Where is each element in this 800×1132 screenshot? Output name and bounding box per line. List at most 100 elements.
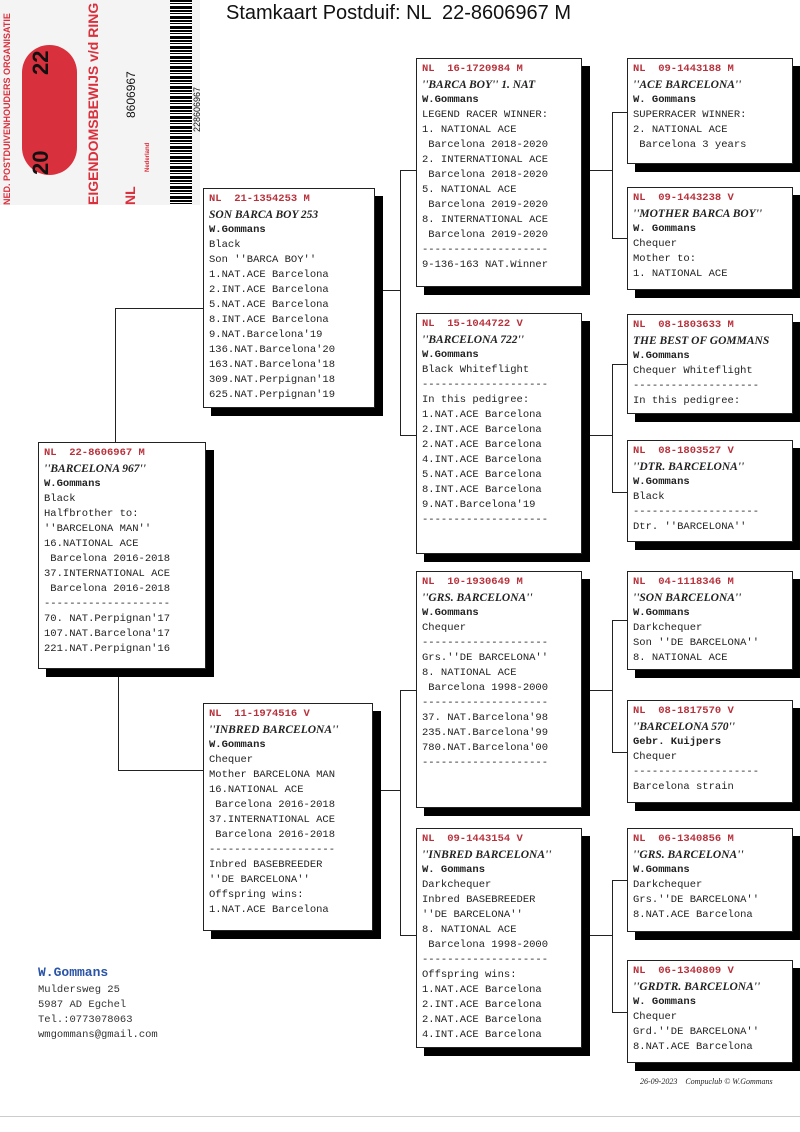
info-line: --------------------	[422, 514, 549, 526]
info-line: Grs.''DE BARCELONA''	[633, 894, 760, 906]
info-line: 8.INT.ACE Barcelona	[209, 314, 329, 326]
info-line: In this pedigree:	[633, 395, 741, 407]
breeder-line: W.Gommans	[209, 739, 266, 751]
breeder-line: W. Gommans	[633, 996, 697, 1008]
info-line: --------------------	[422, 637, 549, 649]
info-line: Inbred BASEBREEDER	[422, 894, 536, 906]
connector-line	[612, 364, 627, 365]
info-line: Barcelona 2019-2020	[422, 229, 549, 241]
info-line: Barcelona 2018-2020	[422, 139, 549, 151]
info-line: 2. NATIONAL ACE	[633, 124, 728, 136]
info-line: --------------------	[422, 757, 549, 769]
pigeon-name: ''GRS. BARCELONA''	[422, 592, 533, 604]
connector-line	[612, 238, 627, 239]
info-line: Barcelona 1998-2000	[422, 682, 549, 694]
breeder-line: W. Gommans	[633, 94, 697, 106]
breeder-line: W.Gommans	[44, 478, 101, 490]
info-line: 5. NATIONAL ACE	[422, 184, 517, 196]
info-line: Chequer	[633, 238, 678, 250]
info-line: 37. NAT.Barcelona'98	[422, 712, 549, 724]
pedigree-card-dds[interactable]: NL 06-1340856 M''GRS. BARCELONA''W.Gomma…	[627, 828, 793, 932]
info-line: 2.NAT.ACE Barcelona	[422, 1014, 542, 1026]
info-line: Grd.''DE BARCELONA''	[633, 1026, 760, 1038]
pedigree-card-ddd[interactable]: NL 06-1340809 V''GRDTR. BARCELONA''W. Go…	[627, 960, 793, 1063]
info-line: 221.NAT.Perpignan'16	[44, 643, 171, 655]
info-line: 1. NATIONAL ACE	[422, 124, 517, 136]
ring-card-year-right: 22	[28, 50, 53, 75]
pigeon-name: ''INBRED BARCELONA''	[422, 849, 552, 861]
info-line: 1. NATIONAL ACE	[633, 268, 728, 280]
info-line: ''BARCELONA MAN''	[44, 523, 152, 535]
ring-number: NL 22-8606967 M	[44, 447, 145, 459]
pedigree-card-subject[interactable]: NL 22-8606967 M''BARCELONA 967''W.Gomman…	[38, 442, 206, 669]
ring-ownership-card: NED. POSTDUIVENHOUDERS ORGANISATIE 20 22…	[0, 0, 200, 205]
ring-number: NL 08-1803527 V	[633, 445, 734, 457]
info-line: Grs.''DE BARCELONA''	[422, 652, 549, 664]
info-line: --------------------	[633, 766, 760, 778]
info-line: 235.NAT.Barcelona'99	[422, 727, 549, 739]
connector-line	[400, 435, 416, 436]
pedigree-card-ssd[interactable]: NL 09-1443238 V''MOTHER BARCA BOY''W. Go…	[627, 187, 793, 290]
breeder-city: 5987 AD Egchel	[38, 999, 127, 1011]
pedigree-card-ds[interactable]: NL 10-1930649 M''GRS. BARCELONA''W.Gomma…	[416, 571, 582, 808]
info-line: --------------------	[44, 598, 171, 610]
connector-line	[400, 170, 416, 171]
connector-line	[115, 308, 203, 309]
info-line: 37.INTERNATIONAL ACE	[209, 814, 336, 826]
breeder-contact: W.Gommans Muldersweg 25 5987 AD Egchel T…	[38, 963, 158, 1043]
breeder-line: W. Gommans	[633, 223, 697, 235]
connector-line	[373, 790, 400, 791]
info-line: 136.NAT.Barcelona'20	[209, 344, 336, 356]
info-line: Barcelona 2016-2018	[44, 583, 171, 595]
info-line: LEGEND RACER WINNER:	[422, 109, 549, 121]
breeder-line: W.Gommans	[633, 476, 690, 488]
ring-card-country: NL	[122, 186, 138, 205]
connector-line	[612, 752, 627, 753]
pedigree-card-sdd[interactable]: NL 08-1803527 V ''DTR. BARCELONA'' W.Gomma…	[627, 440, 793, 542]
pedigree-card-dd[interactable]: NL 09-1443154 V''INBRED BARCELONA''W. Go…	[416, 828, 582, 1048]
pedigree-card-dam[interactable]: NL 11-1974516 V''INBRED BARCELONA''W.Gom…	[203, 703, 373, 931]
info-line: Offspring wins:	[209, 889, 304, 901]
info-line: Barcelona 2016-2018	[44, 553, 171, 565]
connector-line	[118, 668, 119, 770]
pedigree-card-dss[interactable]: NL 04-1118346 M''SON BARCELONA''W.Gomman…	[627, 571, 793, 670]
ring-number: NL 16-1720984 M	[422, 63, 523, 75]
connector-line	[612, 880, 613, 1012]
info-line: 16.NATIONAL ACE	[209, 784, 304, 796]
pedigree-card-sss[interactable]: NL 09-1443188 M''ACE BARCELONA''W. Gomma…	[627, 58, 793, 164]
pigeon-name: ''DTR. BARCELONA''	[633, 461, 745, 473]
info-line: 8.INT.ACE Barcelona	[422, 484, 542, 496]
info-line: Son ''BARCA BOY''	[209, 254, 317, 266]
pigeon-name: SON BARCA BOY 253	[209, 209, 319, 221]
info-line: Black	[633, 491, 665, 503]
breeder-street: Muldersweg 25	[38, 984, 120, 996]
info-line: --------------------	[422, 697, 549, 709]
ring-card-document: EIGENDOMSBEWIJS v/d RING	[85, 2, 101, 205]
info-line: 37.INTERNATIONAL ACE	[44, 568, 171, 580]
info-line: Black Whiteflight	[422, 364, 530, 376]
breeder-email[interactable]: wmgommans@gmail.com	[38, 1029, 158, 1041]
info-line: --------------------	[422, 379, 549, 391]
ring-number: NL 21-1354253 M	[209, 193, 310, 205]
info-line: Dtr. ''BARCELONA''	[633, 521, 747, 533]
pedigree-card-sd[interactable]: NL 15-1044722 V''BARCELONA 722''W.Gomman…	[416, 313, 582, 554]
info-line: Chequer	[633, 751, 678, 763]
info-line: Black	[209, 239, 241, 251]
breeder-line: W.Gommans	[633, 607, 690, 619]
info-line: 8. NATIONAL ACE	[633, 652, 728, 664]
info-line: Barcelona 2019-2020	[422, 199, 549, 211]
connector-line	[375, 290, 400, 291]
barcode-number: 228606967	[192, 86, 202, 132]
pedigree-card-dsd[interactable]: NL 08-1817570 V''BARCELONA 570''Gebr. Ku…	[627, 700, 793, 803]
pigeon-name: ''MOTHER BARCA BOY''	[633, 208, 763, 220]
breeder-line: W. Gommans	[422, 864, 486, 876]
info-line: 16.NATIONAL ACE	[44, 538, 139, 550]
info-line: 8. NATIONAL ACE	[422, 924, 517, 936]
ring-card-year-badge	[22, 45, 77, 175]
ring-number: NL 04-1118346 M	[633, 576, 734, 588]
info-line: Mother to:	[633, 253, 697, 265]
info-line: 625.NAT.Perpignan'19	[209, 389, 336, 401]
